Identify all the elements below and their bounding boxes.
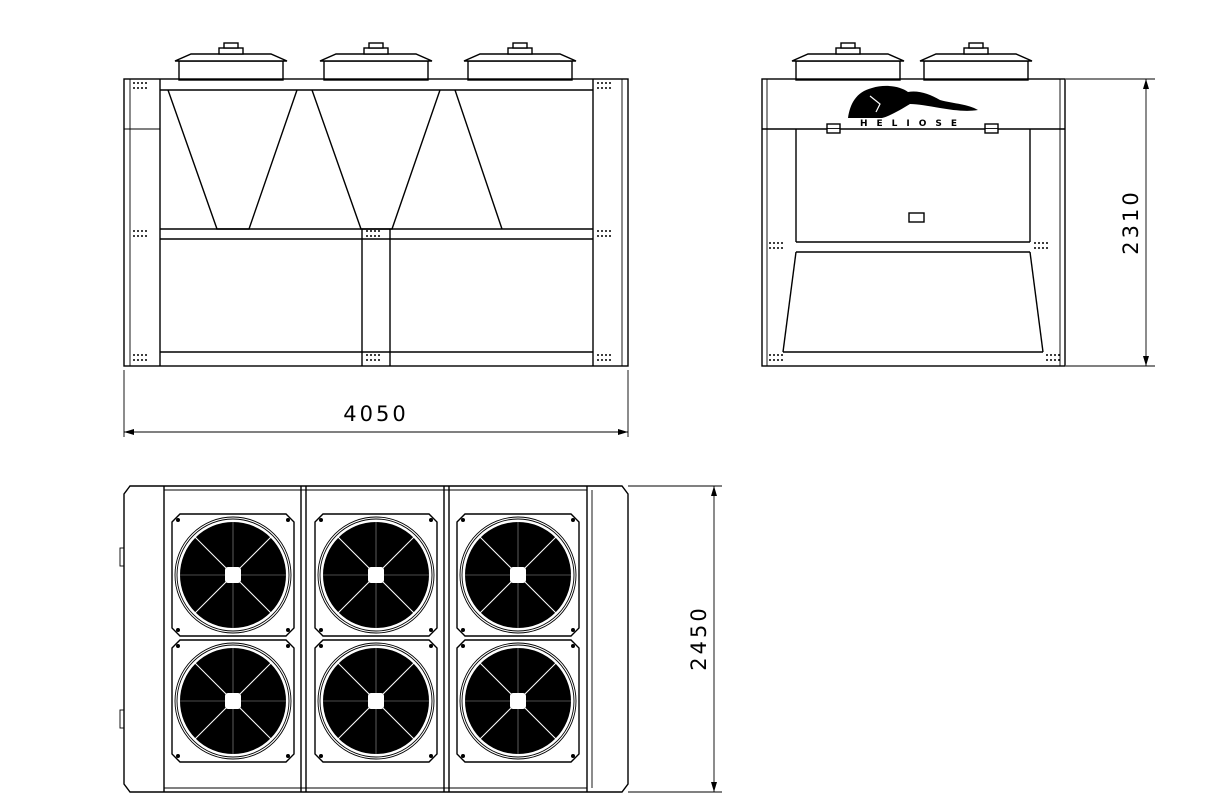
nameplate bbox=[908, 212, 925, 223]
fan-icon-6 bbox=[456, 639, 580, 763]
length-dimension-label: 4050 bbox=[343, 402, 408, 426]
height-dimension-label: 2310 bbox=[1119, 189, 1143, 254]
fan-icon-4 bbox=[171, 639, 295, 763]
fan-icon-2 bbox=[314, 513, 438, 637]
width-dimension-label: 2450 bbox=[687, 605, 711, 670]
coil-v-1 bbox=[167, 89, 298, 230]
front-fan-cap-3 bbox=[463, 42, 577, 81]
top-view: 2450 bbox=[119, 485, 722, 793]
side-view: HELIOSE 2310 bbox=[761, 42, 1155, 367]
top-frame bbox=[123, 485, 629, 793]
coil-v-2 bbox=[311, 89, 441, 230]
fan-icon-1 bbox=[171, 513, 295, 637]
fan-icon-5 bbox=[314, 639, 438, 763]
fan-icon-3 bbox=[456, 513, 580, 637]
front-fan-cap-1 bbox=[174, 42, 288, 81]
logo-text: HELIOSE bbox=[860, 119, 966, 129]
side-fan-cap-1 bbox=[791, 42, 905, 81]
front-fan-cap-2 bbox=[319, 42, 433, 81]
side-frame bbox=[761, 78, 1066, 367]
side-fan-cap-2 bbox=[919, 42, 1033, 81]
front-view: 4050 bbox=[123, 42, 629, 437]
horse-logo-icon: HELIOSE bbox=[848, 85, 978, 129]
front-frame bbox=[123, 78, 629, 367]
